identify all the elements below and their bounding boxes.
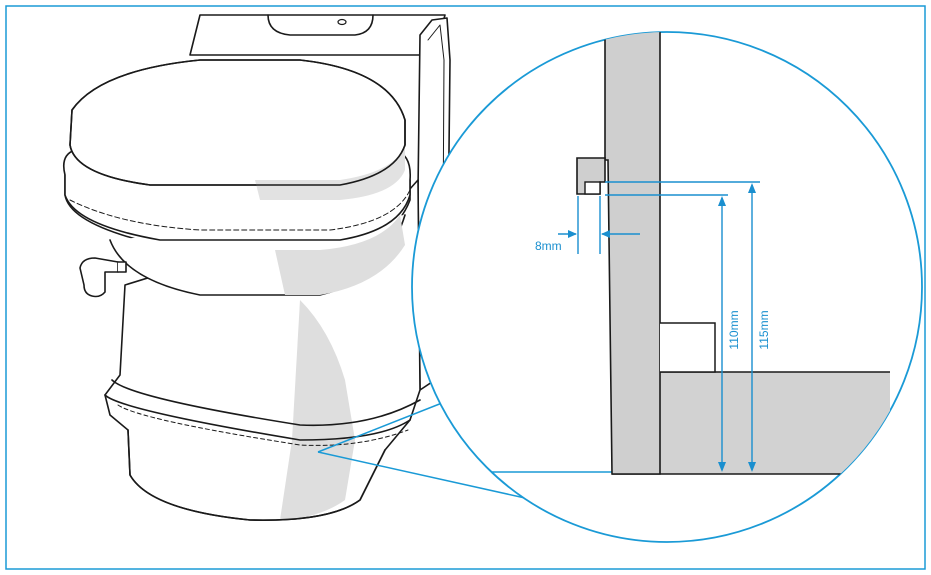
gap-label: 8mm	[535, 239, 562, 253]
callout-lines	[317, 402, 526, 499]
arrow-icon	[718, 196, 726, 206]
dimension-annotations	[558, 181, 760, 470]
dimension-arrowheads	[568, 183, 756, 472]
arrow-icon	[748, 462, 756, 472]
height-inner-label: 110mm	[727, 310, 741, 349]
arrow-icon	[601, 230, 610, 238]
arrow-icon	[748, 183, 756, 193]
arrow-icon	[568, 230, 577, 238]
toilet-illustration	[62, 14, 451, 521]
diagram-frame	[5, 5, 926, 570]
arrow-icon	[718, 462, 726, 472]
height-outer-label: 115mm	[757, 310, 771, 349]
